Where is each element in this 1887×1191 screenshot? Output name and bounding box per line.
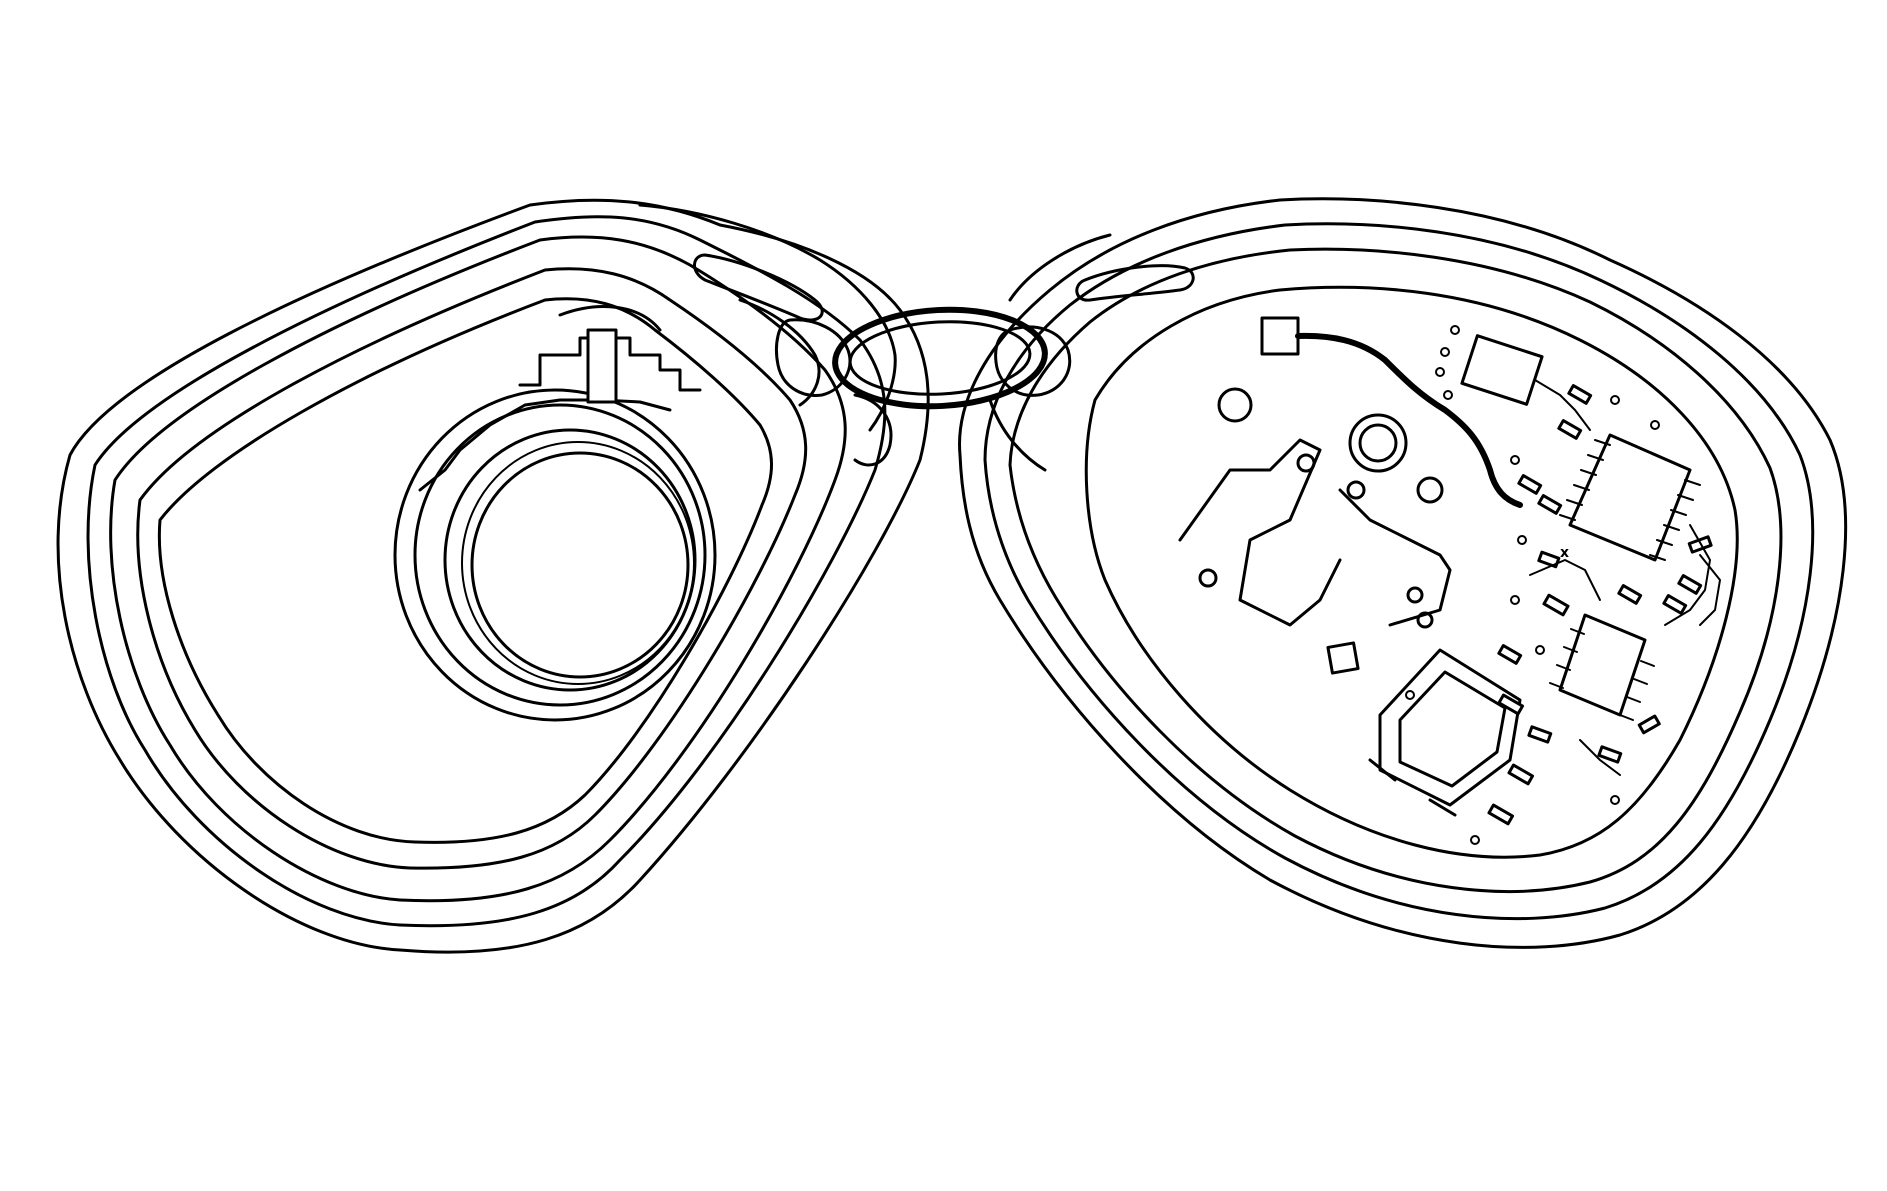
pcb-antenna-pad — [1260, 316, 1300, 356]
pcb-via-1 — [1450, 325, 1460, 335]
right-housing-tab-slot — [1075, 264, 1195, 302]
pcb-ic-secondary-pins — [1549, 628, 1655, 721]
pcb-trace-4 — [1529, 559, 1601, 601]
pcb-smd-r15 — [1557, 419, 1583, 440]
pcb-smd-r2 — [1537, 494, 1563, 515]
battery-clip — [518, 336, 702, 392]
pcb-via-2 — [1440, 347, 1450, 357]
pcb-smd-r17 — [1677, 574, 1703, 595]
pcb-smd-r11 — [1637, 714, 1661, 735]
circuit-board-outline — [1084, 285, 1739, 859]
pcb-ic-main-pins-left — [1559, 439, 1611, 521]
pcb-via-3 — [1435, 367, 1445, 377]
coin-battery-assembly — [393, 305, 717, 722]
pcb-switch-contact-left — [1178, 438, 1342, 627]
pcb-via-4 — [1443, 390, 1453, 400]
pcb-marking-x: x — [1560, 545, 1569, 561]
pcb-mount-hole-1 — [1217, 387, 1253, 423]
pcb-via-5 — [1510, 455, 1520, 465]
circuit-board: x — [1178, 316, 1721, 845]
coin-battery-edge — [443, 428, 697, 692]
pcb-trace-2 — [1664, 524, 1711, 626]
pcb-via-10 — [1470, 835, 1480, 845]
pcb-smd-r4 — [1542, 593, 1570, 617]
pcb-mount-hole-2 — [1348, 413, 1408, 473]
pcb-trace-5 — [1579, 739, 1621, 776]
coin-battery-face — [470, 451, 690, 679]
pcb-mount-hole-2-inner — [1358, 423, 1398, 463]
right-housing-half — [958, 197, 1848, 949]
pcb-ic-main — [1568, 433, 1692, 562]
pcb-via-12 — [1610, 395, 1620, 405]
left-housing-outer-edge — [56, 198, 930, 954]
pcb-contact-dot-5 — [1416, 611, 1434, 629]
right-housing-rim-2 — [1008, 247, 1783, 893]
key-ring-outer — [832, 306, 1048, 410]
left-housing-half — [56, 198, 930, 954]
left-housing-tab-groove — [738, 298, 821, 407]
pcb-crystal-leg-2 — [1428, 798, 1457, 817]
battery-clip-arm — [418, 398, 672, 492]
battery-holder-outer — [393, 388, 717, 722]
pcb-smd-r5 — [1497, 644, 1523, 665]
pcb-trace-1 — [1534, 379, 1591, 431]
pcb-smd-r10 — [1597, 745, 1623, 764]
pcb-switch-contact-mid — [1338, 488, 1452, 627]
pcb-smd-r8 — [1507, 763, 1535, 786]
pcb-smd-r13 — [1662, 594, 1688, 615]
pcb-smd-r7 — [1527, 725, 1553, 744]
right-housing-ring-hole — [994, 325, 1072, 397]
left-housing-rim-2 — [109, 235, 847, 903]
battery-contact-tab — [586, 328, 618, 404]
key-ring-inner — [848, 320, 1032, 396]
left-housing-ring-hole — [775, 318, 852, 397]
pcb-small-pad — [1326, 641, 1360, 675]
pcb-smd-r12 — [1617, 584, 1643, 605]
left-housing-tab — [638, 203, 897, 432]
left-housing-notch — [853, 393, 893, 467]
coin-battery-ring — [461, 441, 695, 685]
pcb-crystal-inner — [1398, 670, 1507, 788]
pcb-crystal-leg-1 — [1368, 758, 1397, 782]
pcb-via-9 — [1610, 795, 1620, 805]
pcb-smd-r6 — [1497, 693, 1525, 716]
pcb-contact-dot-3 — [1198, 568, 1218, 588]
right-housing-rim-1 — [983, 222, 1815, 921]
pcb-contact-dot-1 — [1296, 453, 1316, 473]
left-housing-inner-wall — [136, 267, 808, 870]
pcb-via-13 — [1650, 420, 1660, 430]
pcb-via-6 — [1517, 535, 1527, 545]
pcb-ic-top — [1460, 334, 1544, 406]
pcb-ic-main-pins-right — [1649, 479, 1701, 561]
right-housing-tab — [1008, 233, 1112, 302]
pcb-crystal — [1378, 648, 1522, 807]
pcb-antenna-trace — [1295, 332, 1523, 508]
right-housing-outer-edge — [958, 197, 1848, 949]
pcb-via-11 — [1405, 690, 1415, 700]
pcb-trace-3 — [1699, 554, 1721, 626]
pcb-contact-dot-2 — [1346, 480, 1366, 500]
right-housing-groove — [988, 398, 1047, 472]
pcb-ic-secondary — [1558, 613, 1647, 717]
pcb-mount-hole-3 — [1416, 476, 1444, 504]
key-ring — [832, 306, 1048, 410]
left-housing-rim-1 — [86, 215, 887, 928]
left-housing-cavity — [157, 297, 773, 844]
pcb-via-8 — [1535, 645, 1545, 655]
battery-holder-inner — [413, 403, 707, 707]
pcb-smd-r14 — [1567, 384, 1593, 405]
left-housing-tab-slot — [693, 253, 824, 322]
pcb-contact-dot-4 — [1406, 586, 1424, 604]
battery-contact-wire — [558, 305, 662, 332]
pcb-via-7 — [1510, 595, 1520, 605]
pcb-smd-r1 — [1517, 474, 1543, 495]
pcb-smd-r9 — [1487, 803, 1515, 826]
